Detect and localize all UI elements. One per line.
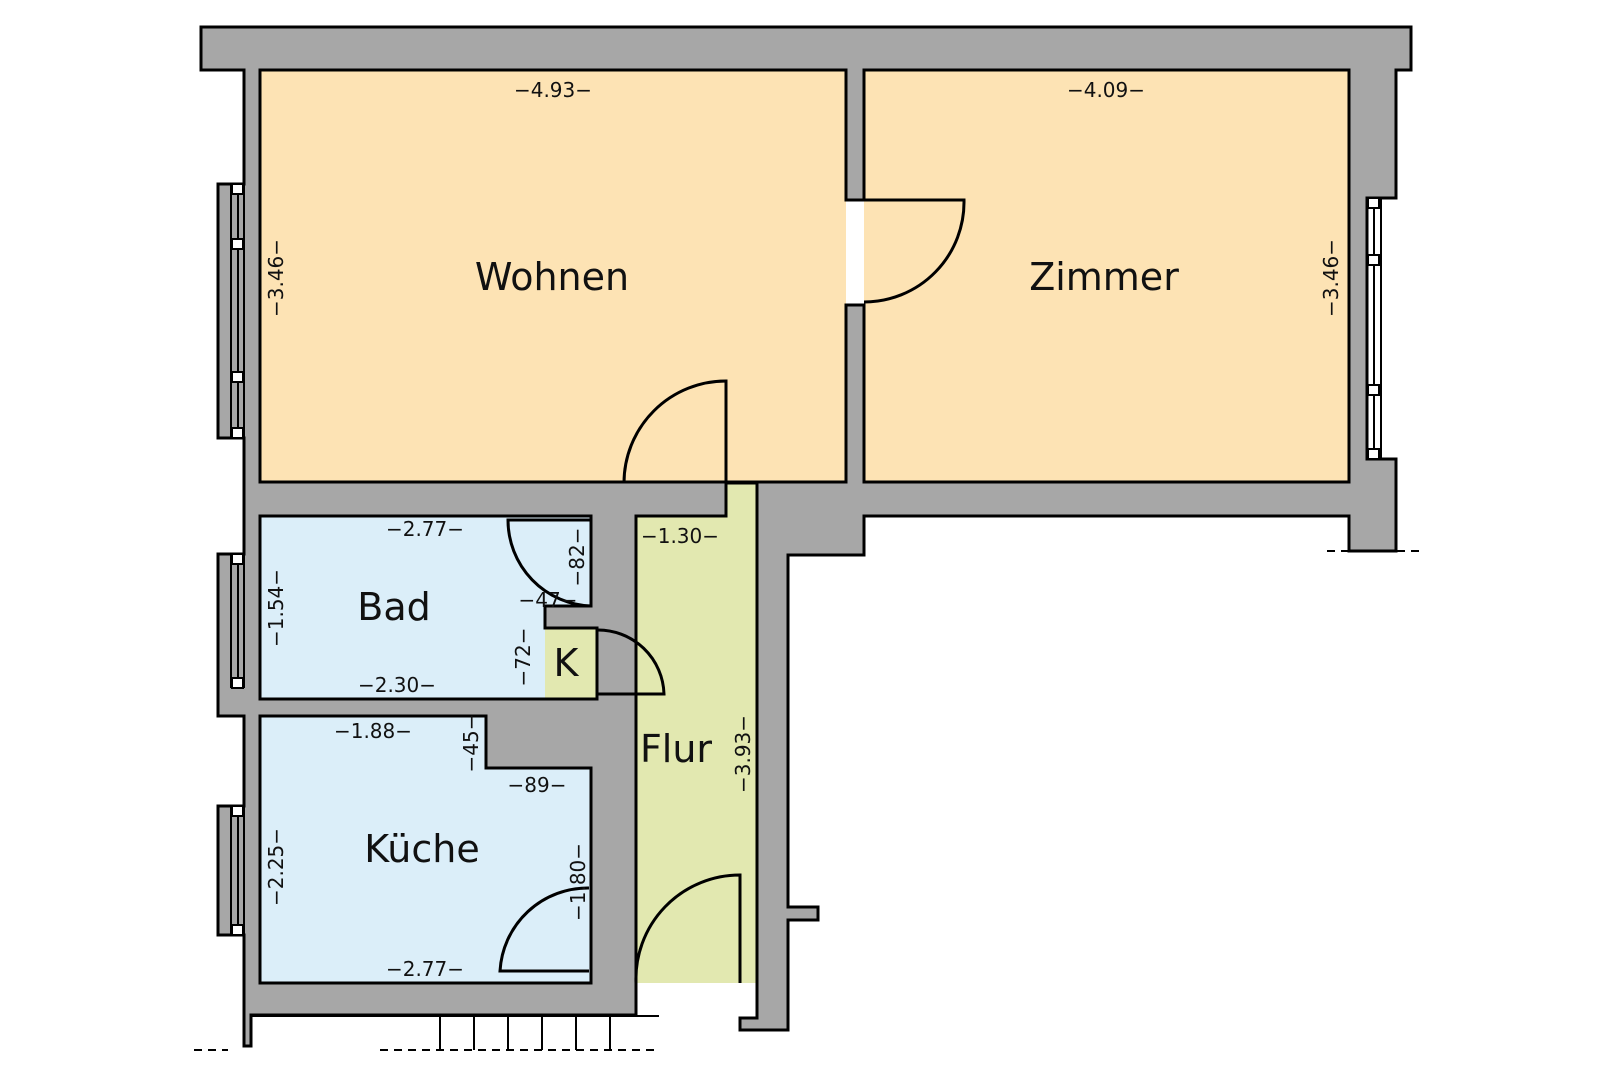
outer-wall	[199, 25, 1413, 1048]
window-zimmer	[1366, 197, 1382, 460]
dim-bad-width-bottom: −2.30−	[358, 673, 436, 697]
windows	[230, 183, 1382, 936]
doors	[498, 198, 966, 984]
kueche-floor	[260, 716, 591, 983]
zimmer-floor	[864, 70, 1349, 482]
door-flur-wohnen	[622, 379, 728, 484]
door-entrance	[634, 873, 742, 984]
room-label-wohnen: Wohnen	[475, 255, 629, 299]
dim-flur-width: −1.30−	[641, 524, 719, 548]
room-label-flur: Flur	[640, 727, 712, 771]
dim-zimmer-width: −4.09−	[1067, 78, 1145, 102]
exterior-details	[194, 550, 1420, 1051]
room-label-kueche: Küche	[364, 827, 479, 871]
dim-bad-width-top: −2.77−	[386, 517, 464, 541]
dim-zimmer-height: −3.46−	[1319, 239, 1343, 317]
dim-wohnen-width: −4.93−	[514, 78, 592, 102]
dim-wohnen-height: −3.46−	[264, 239, 288, 317]
walls	[199, 25, 1413, 1048]
dim-kueche-width-top: −1.88−	[334, 719, 412, 743]
dim-bad-niche-depth: −72−	[511, 628, 535, 687]
room-fills	[260, 70, 1349, 983]
window-kueche	[230, 805, 245, 936]
door-wohnen-zimmer	[863, 198, 966, 304]
window-wohnen	[230, 183, 245, 439]
room-label-k: K	[554, 641, 580, 685]
dim-kueche-niche-width: −89−	[508, 773, 567, 797]
bad-floor	[260, 516, 591, 699]
abstellraum-floor	[545, 628, 597, 699]
window-bad	[230, 553, 245, 689]
room-label-zimmer: Zimmer	[1029, 255, 1179, 299]
door-abstellraum	[596, 628, 666, 696]
dim-bad-height: −1.54−	[264, 569, 288, 647]
dim-bad-niche-width: −47−	[519, 588, 578, 612]
door-kueche	[498, 886, 590, 973]
room-label-bad: Bad	[357, 585, 430, 629]
dimension-labels: −4.93− −3.46− −4.09− −3.46− −2.77− −1.54…	[264, 78, 1343, 981]
dim-kueche-width-bottom: −2.77−	[386, 957, 464, 981]
wohnen-floor	[260, 70, 846, 482]
room-labels: Wohnen Zimmer Bad Küche Flur K	[357, 255, 1179, 871]
dim-flur-length: −3.93−	[731, 715, 755, 793]
dim-kueche-door-side: −1.80−	[566, 843, 590, 921]
dim-bad-door: −82−	[565, 528, 589, 587]
dim-kueche-height: −2.25−	[264, 828, 288, 906]
dim-kueche-niche-depth: −45−	[459, 714, 483, 773]
door-bad	[506, 518, 592, 608]
